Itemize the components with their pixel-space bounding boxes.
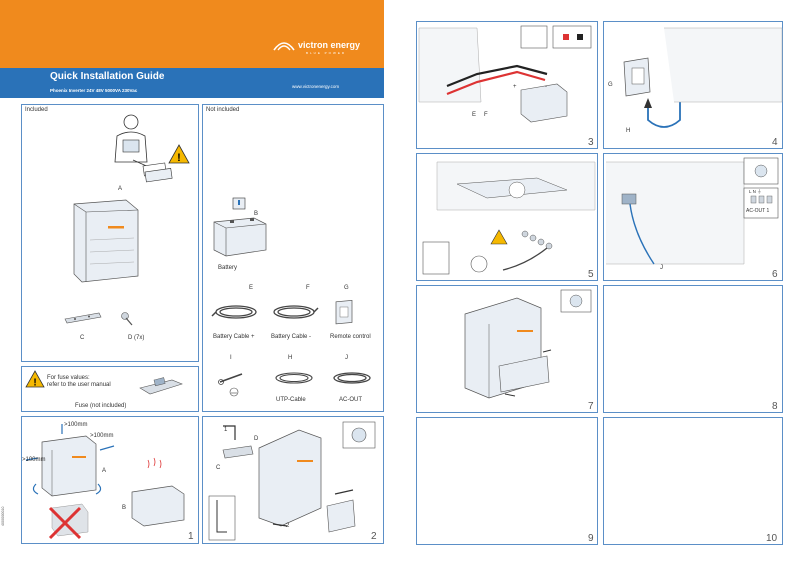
inverter-device xyxy=(73,199,139,283)
battery-cable-neg-label: Battery Cable - xyxy=(271,334,312,340)
ac-out-cable-icon xyxy=(333,372,371,384)
label-g: G xyxy=(344,285,349,291)
step-9-number: 9 xyxy=(588,533,594,544)
step-1-label-a: A xyxy=(102,468,107,474)
battery-label: Battery xyxy=(218,265,238,271)
website-link[interactable]: www.victronenergy.com xyxy=(292,84,340,89)
step-10-number: 10 xyxy=(766,533,778,544)
step-2-label-d: D xyxy=(254,436,259,442)
brand-subtitle: BLUE POWER xyxy=(306,51,347,55)
battery-cable-positive xyxy=(211,305,257,319)
step-6-label-j: J xyxy=(660,265,663,271)
step-5-illustration xyxy=(422,161,596,275)
step-8-panel xyxy=(603,285,783,413)
step-10-panel xyxy=(603,417,783,545)
ac-out-label: AC-OUT xyxy=(339,397,362,403)
step-1-clearance-right: >100mm xyxy=(90,433,114,439)
fuse-note-line2: refer to the user manual xyxy=(47,382,111,388)
page-title: Quick Installation Guide xyxy=(50,71,165,82)
brand-logo-icon xyxy=(273,42,295,51)
step-2-circle-2: 2 xyxy=(286,523,290,529)
utp-cable-label: UTP-Cable xyxy=(276,397,306,403)
step-1-number: 1 xyxy=(188,531,194,542)
battery-cable-negative xyxy=(273,305,319,319)
step-4-number: 4 xyxy=(772,137,778,148)
step-1-clearance-left: >100mm xyxy=(22,457,46,463)
brand-logo-text: victron energy xyxy=(298,40,361,50)
step-2-number: 2 xyxy=(371,531,377,542)
step-1-label-b: B xyxy=(122,505,127,511)
step-7-number: 7 xyxy=(588,401,594,412)
step-1-illustration xyxy=(25,424,185,540)
fuse-warning-icon: ! xyxy=(25,370,45,389)
fuse-caption: Fuse (not included) xyxy=(75,403,127,409)
step-6-illustration xyxy=(606,157,779,265)
remote-control-label: Remote control xyxy=(330,334,371,340)
step-1-clearance-top: >100mm xyxy=(64,422,88,428)
step-4-label-h: H xyxy=(626,128,631,134)
manual-reading-person-icon xyxy=(114,114,173,183)
screw-icon xyxy=(121,312,133,326)
warning-icon: ! xyxy=(168,144,190,164)
remote-control-icon xyxy=(335,300,353,325)
mounting-bracket xyxy=(64,312,102,324)
ground-wire-icon xyxy=(218,373,243,397)
step-3-illustration xyxy=(418,25,592,123)
step-4-label-g: G xyxy=(608,82,613,88)
battery-icon xyxy=(213,217,267,257)
title-bar xyxy=(0,68,384,98)
label-i: I xyxy=(230,355,232,361)
step-2-label-c: C xyxy=(216,465,221,471)
step-3-number: 3 xyxy=(588,137,594,148)
fuse-note-line1: For fuse values: xyxy=(47,375,90,381)
step-7-illustration xyxy=(464,289,592,399)
fuse-holder-icon xyxy=(139,377,183,395)
label-c: C xyxy=(80,335,85,341)
label-f: F xyxy=(306,285,310,291)
step-2-circle-1: 1 xyxy=(224,427,228,433)
step-3-label-f: F xyxy=(484,112,488,118)
step-5-number: 5 xyxy=(588,269,594,280)
label-a: A xyxy=(118,186,123,192)
battery-cable-pos-label: Battery Cable + xyxy=(213,334,255,340)
step-8-number: 8 xyxy=(772,401,778,412)
label-h: H xyxy=(288,355,293,361)
document-code: 4000000010 xyxy=(1,506,5,526)
label-j: J xyxy=(345,355,348,361)
step-6-number: 6 xyxy=(772,269,778,280)
not-included-panel xyxy=(202,104,384,412)
step-6-ac-out-label: AC-OUT 1 xyxy=(746,208,770,214)
step-3-minus: - xyxy=(545,84,547,90)
step-9-panel xyxy=(416,417,598,545)
step-3-plus: + xyxy=(513,84,517,90)
step-4-illustration xyxy=(623,27,783,128)
svg-text:!: ! xyxy=(33,378,36,389)
not-included-heading: Not included xyxy=(206,107,240,113)
page-subtitle: Phoenix Inverter 24V 48V 5000VA 230Vac xyxy=(50,88,138,93)
included-heading: Included xyxy=(25,107,48,113)
manual-book-icon xyxy=(232,197,246,210)
utp-cable-icon xyxy=(275,372,313,384)
header-banner xyxy=(0,0,384,68)
step-3-label-e: E xyxy=(472,112,477,118)
step-2-illustration xyxy=(208,421,376,541)
svg-text:!: ! xyxy=(177,152,181,164)
label-e: E xyxy=(249,285,254,291)
step-6-terminal-labels: L N ⏚ xyxy=(749,189,762,194)
fuse-panel xyxy=(21,366,199,412)
label-b: B xyxy=(254,211,259,217)
label-d: D (7x) xyxy=(128,335,145,341)
